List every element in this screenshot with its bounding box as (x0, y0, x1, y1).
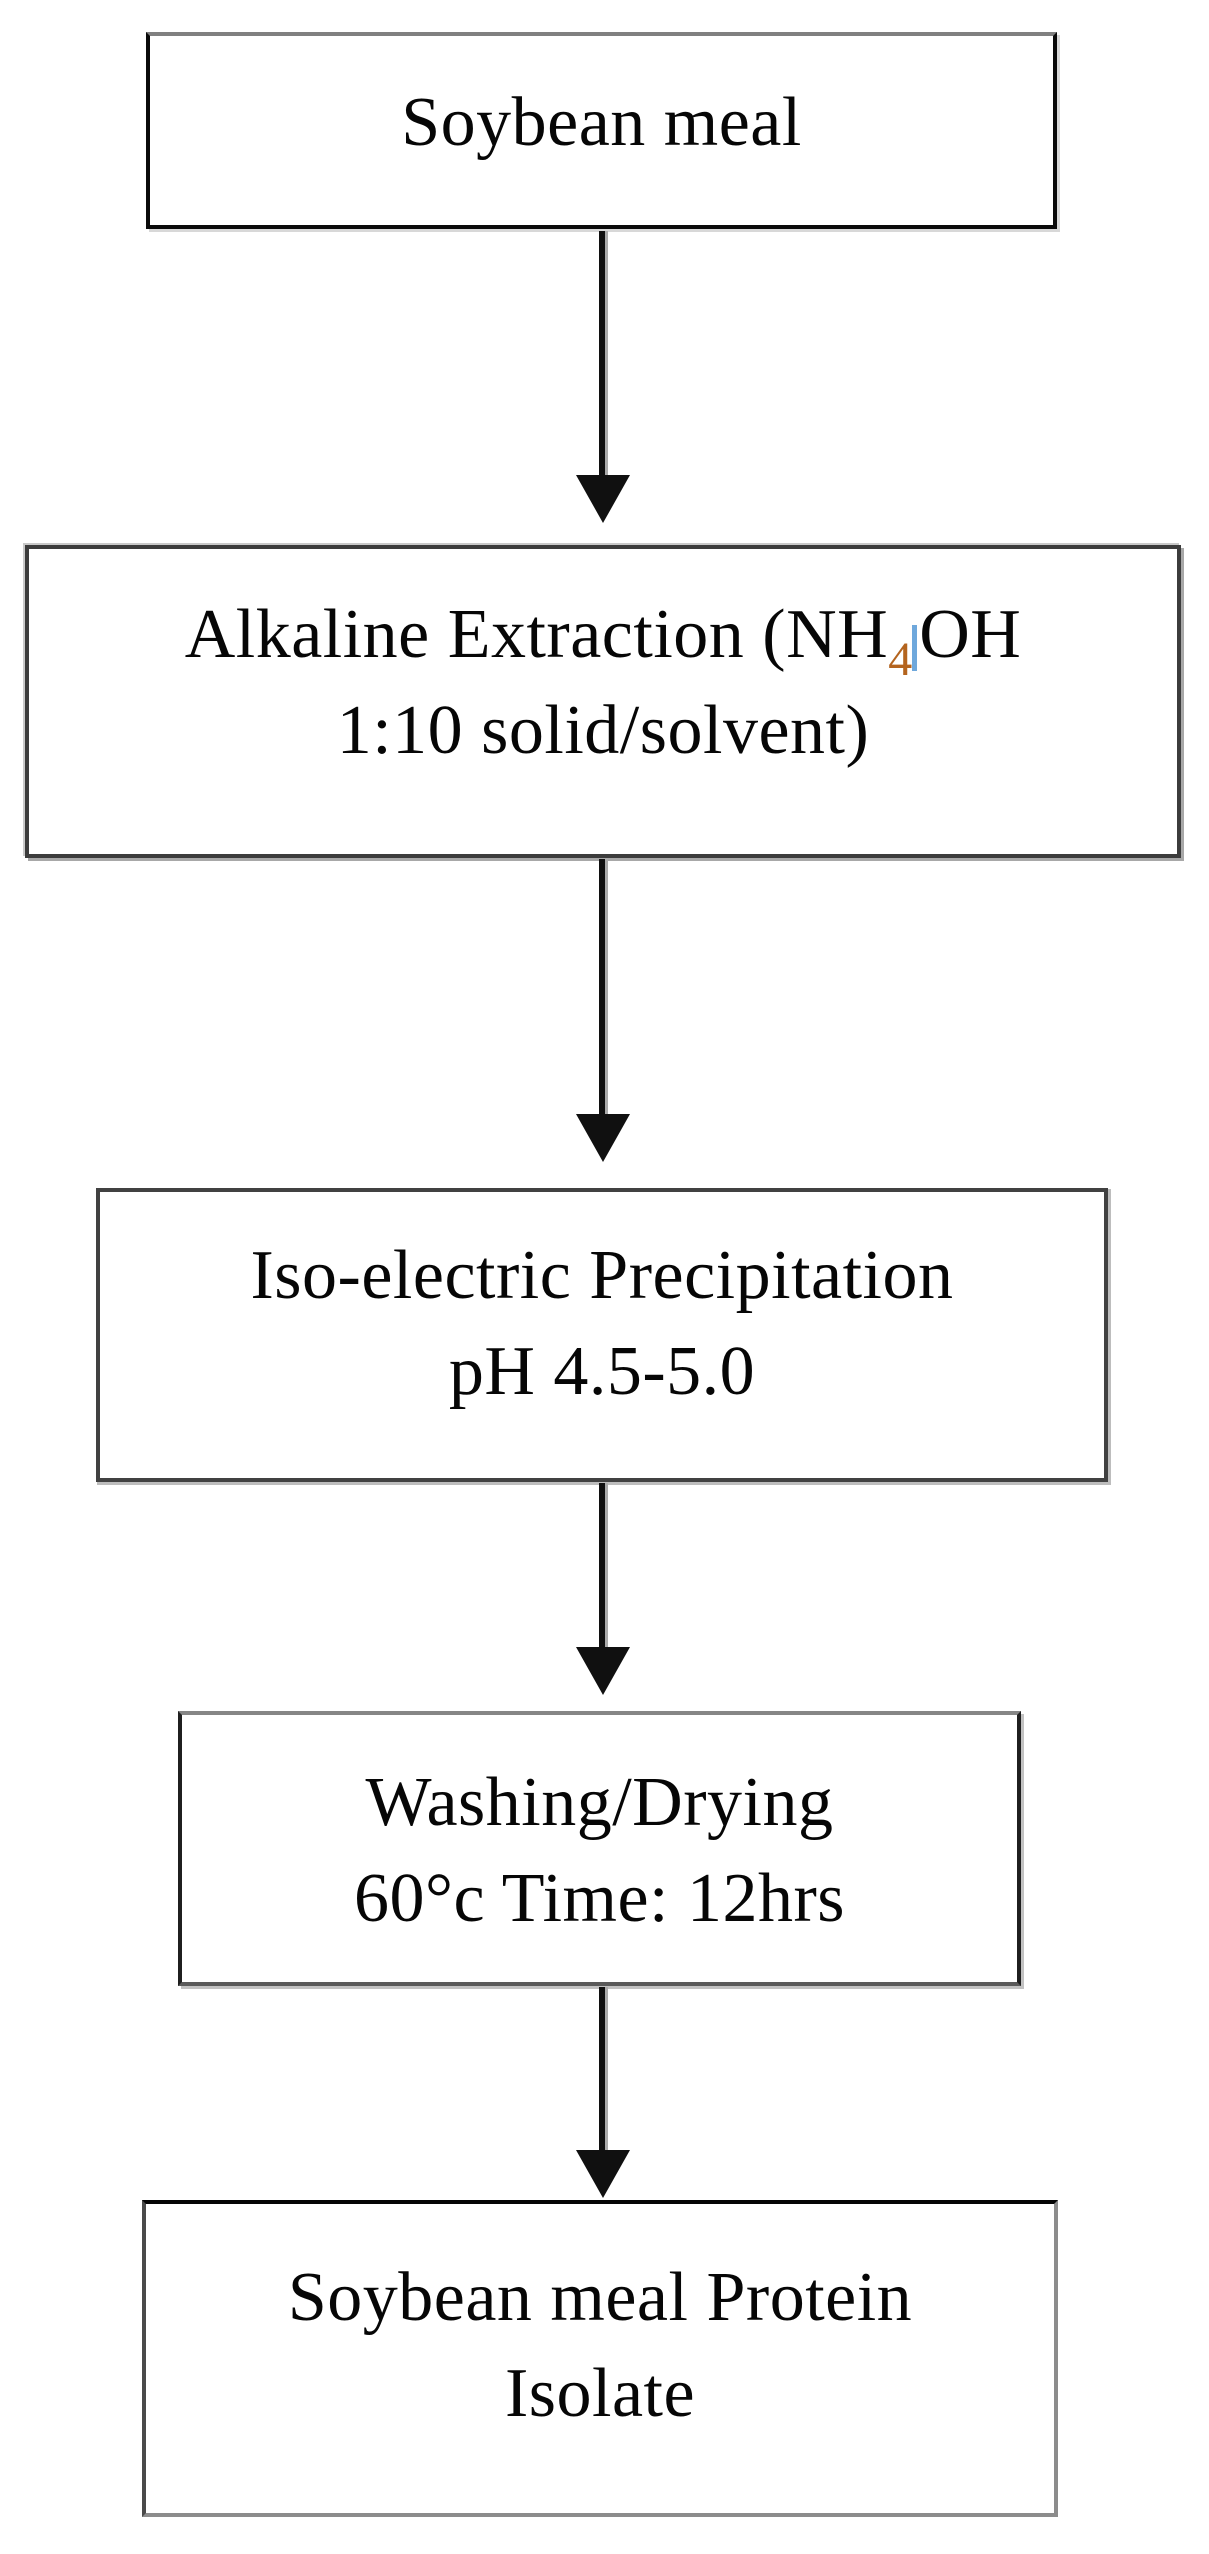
arrow-shaft-1 (599, 231, 608, 475)
alkaline-text-prefix: Alkaline Extraction (NH (184, 596, 889, 673)
flow-box-isoelectric-precipitation: Iso-electric Precipitation pH 4.5-5.0 (96, 1188, 1108, 1482)
arrow-down-icon (576, 475, 630, 523)
flow-box-protein-isolate: Soybean meal Protein Isolate (142, 2200, 1058, 2517)
arrow-down-icon (576, 1647, 630, 1695)
box-text: Soybean meal Protein (287, 2259, 913, 2336)
subscript-4: 4 (888, 633, 913, 686)
arrow-down-icon (576, 2150, 630, 2198)
flow-box-washing-drying: Washing/Drying 60°c Time: 12hrs (178, 1711, 1021, 1986)
box-text: Iso-electric Precipitation (250, 1237, 954, 1314)
box-text: Isolate (504, 2355, 696, 2432)
arrow-shaft-3 (599, 1483, 608, 1647)
subscript-blue-artifact (912, 625, 918, 671)
box-text: pH 4.5-5.0 (448, 1333, 756, 1410)
alkaline-text-suffix: OH (919, 596, 1022, 673)
box-text: 60°c Time: 12hrs (353, 1860, 846, 1937)
box-text: 1:10 solid/solvent) (336, 692, 870, 769)
box-text: Soybean meal (401, 83, 802, 161)
flow-box-soybean-meal: Soybean meal (146, 32, 1057, 229)
arrow-down-icon (576, 1114, 630, 1162)
box-text: Washing/Drying (365, 1764, 834, 1841)
arrow-shaft-2 (599, 859, 608, 1114)
arrow-shaft-4 (599, 1987, 608, 2150)
